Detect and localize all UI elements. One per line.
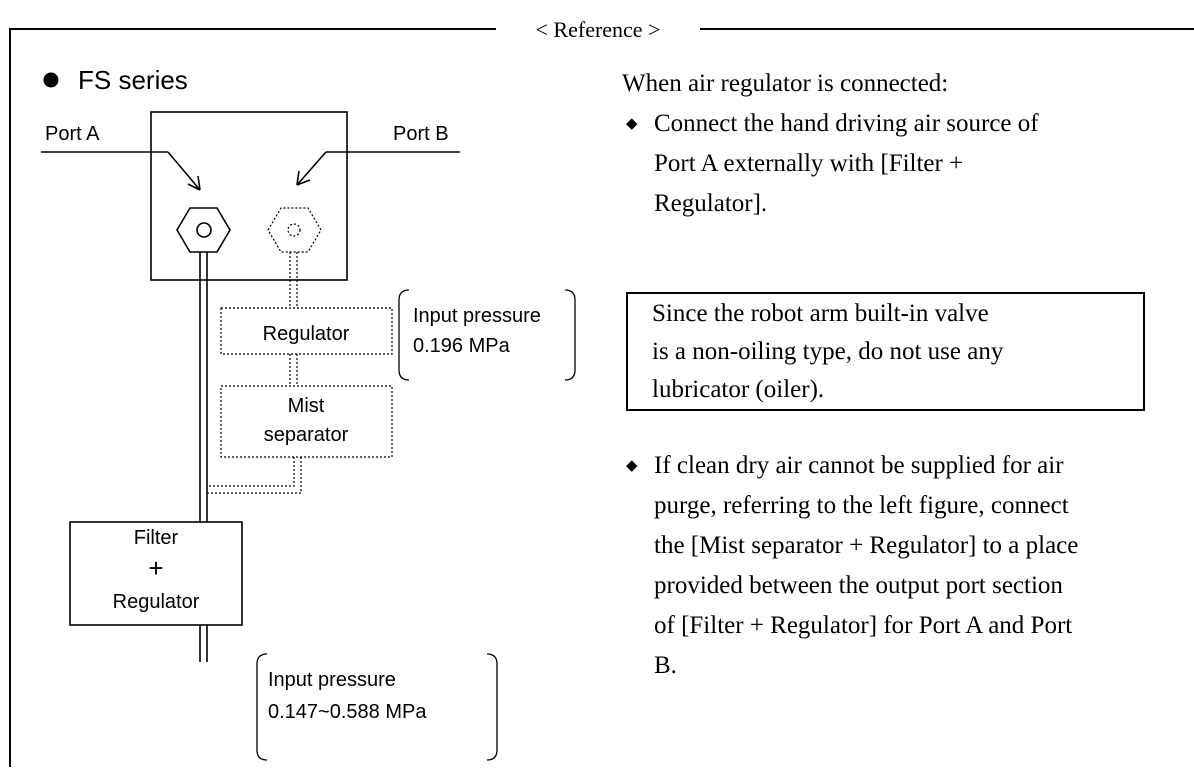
filter-regulator-box: [69, 521, 243, 626]
arrow-head-icon: [296, 170, 311, 186]
diamond-bullet-icon: ◆: [626, 458, 638, 474]
port-b-label: Port B: [393, 123, 449, 145]
frame-border: [9, 28, 1194, 767]
input-pressure-2-line2: 0.147~0.588 MPa: [268, 701, 427, 723]
input-pressure-bracket: [486, 653, 498, 761]
reference-title: < Reference >: [536, 17, 661, 42]
connection-heading: When air regulator is connected:: [622, 70, 949, 97]
mist-separator-box: [220, 385, 393, 458]
port-a-fitting-icon: [176, 207, 231, 253]
input-pressure-1-line2: 0.196 MPa: [413, 335, 511, 357]
filter-label-line1: Filter: [134, 527, 179, 549]
bullet-dot-icon: [43, 72, 59, 88]
hand-body-box: [150, 111, 348, 281]
input-pressure-2-line1: Input pressure: [268, 669, 396, 691]
bullet-item-2: ◆ If clean dry air cannot be supplied fo…: [626, 446, 1186, 706]
regulator-label: Regulator: [263, 323, 350, 345]
diamond-bullet-icon: ◆: [626, 116, 638, 132]
filter-label-line2: Regulator: [113, 591, 200, 613]
arrow-head-icon: [187, 175, 201, 191]
regulator-box: [220, 307, 393, 355]
port-b-fitting-icon: [267, 207, 322, 253]
series-label: FS series: [78, 65, 188, 95]
mist-label-line2: separator: [264, 424, 349, 446]
caution-note-box: Since the robot arm built-in valve is a …: [626, 292, 1145, 411]
input-pressure-bracket: [564, 289, 576, 381]
bypass-line: [207, 457, 302, 494]
mist-label-line1: Mist: [288, 395, 325, 417]
port-b-arrow: [296, 151, 327, 186]
port-a-arrow: [167, 151, 201, 191]
filter-plus: +: [148, 553, 163, 583]
bullet-item-1: ◆ Connect the hand driving air source of…: [626, 104, 1186, 234]
port-a-label: Port A: [45, 123, 100, 145]
input-pressure-1-line1: Input pressure: [413, 305, 541, 327]
